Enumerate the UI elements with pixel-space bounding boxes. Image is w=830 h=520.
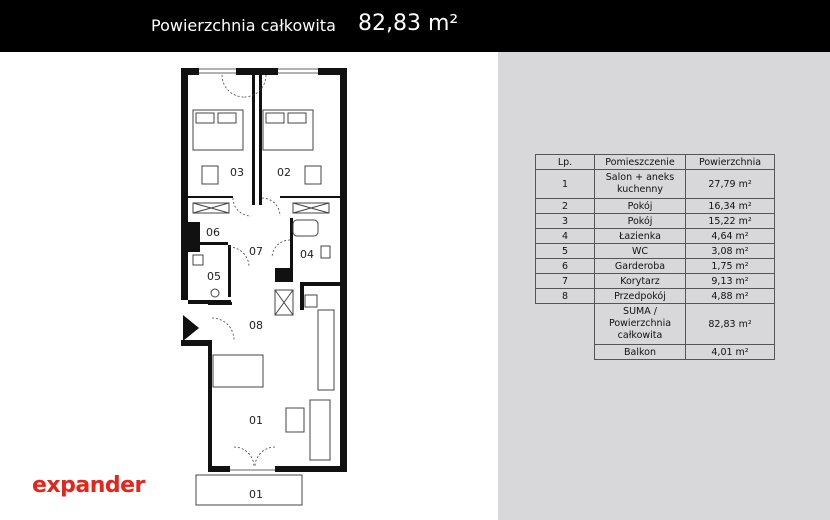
header-bar: Powierzchnia całkowita 82,83 m² (0, 0, 830, 52)
balcony-label: Balkon (594, 344, 686, 360)
table-cell-name: Przedpokój (594, 288, 686, 304)
table-cell-lp: 3 (535, 213, 595, 229)
room-labels: 03 02 06 07 04 05 08 01 01 (206, 166, 314, 501)
room-label-balcony-01: 01 (249, 488, 263, 501)
entrance-arrow-icon (183, 315, 199, 341)
column-header: Lp. (535, 154, 595, 170)
table-cell-area: 3,08 m² (685, 243, 775, 259)
table-row-sum: SUMA / Powierzchnia całkowita 82,83 m² (536, 303, 775, 345)
table-header-row: Lp. Pomieszczenie Powierzchnia (535, 154, 775, 170)
room-label-06: 06 (206, 226, 220, 239)
table-cell-name: Salon + aneks kuchenny (594, 169, 686, 199)
table-cell-lp: 6 (535, 258, 595, 274)
table-cell-lp: 5 (535, 243, 595, 259)
page-title: Powierzchnia całkowita (151, 16, 336, 35)
room-label-07: 07 (249, 245, 263, 258)
table-cell-lp: 2 (535, 198, 595, 214)
table-cell-area: 9,13 m² (685, 273, 775, 289)
table-cell-area: 15,22 m² (685, 213, 775, 229)
door-swings (211, 74, 291, 467)
room-label-03: 03 (230, 166, 244, 179)
sum-label: SUMA / Powierzchnia całkowita (594, 303, 686, 345)
room-label-02: 02 (277, 166, 291, 179)
floor-plan: 03 02 06 07 04 05 08 01 01 (181, 68, 347, 506)
balcony-area: 4,01 m² (685, 344, 775, 360)
table-cell-name: Pokój (594, 198, 686, 214)
room-label-05: 05 (207, 270, 221, 283)
room-label-08: 08 (249, 319, 263, 332)
table-cell-name: Korytarz (594, 273, 686, 289)
table-cell-lp: 8 (535, 288, 595, 304)
furniture (192, 109, 335, 506)
table-row-balcony: Balkon 4,01 m² (536, 344, 775, 360)
room-label-01: 01 (249, 414, 263, 427)
walls (181, 68, 347, 472)
table-cell-lp: 4 (535, 228, 595, 244)
column-header: Powierzchnia (685, 154, 775, 170)
room-label-04: 04 (300, 248, 314, 261)
table-cell-name: Pokój (594, 213, 686, 229)
table-cell-area: 4,64 m² (685, 228, 775, 244)
table-cell-name: WC (594, 243, 686, 259)
table-cell-name: Łazienka (594, 228, 686, 244)
sum-area: 82,83 m² (685, 303, 775, 345)
table-cell-lp: 7 (535, 273, 595, 289)
table-cell-area: 1,75 m² (685, 258, 775, 274)
table-cell-area: 27,79 m² (685, 169, 775, 199)
table-cell-lp: 1 (535, 169, 595, 199)
expander-logo: expander (32, 473, 145, 498)
windows (199, 68, 318, 471)
total-area: 82,83 m² (358, 11, 459, 36)
table-cell-name: Garderoba (594, 258, 686, 274)
table-cell-area: 4,88 m² (685, 288, 775, 304)
column-header: Pomieszczenie (594, 154, 686, 170)
table-cell-area: 16,34 m² (685, 198, 775, 214)
